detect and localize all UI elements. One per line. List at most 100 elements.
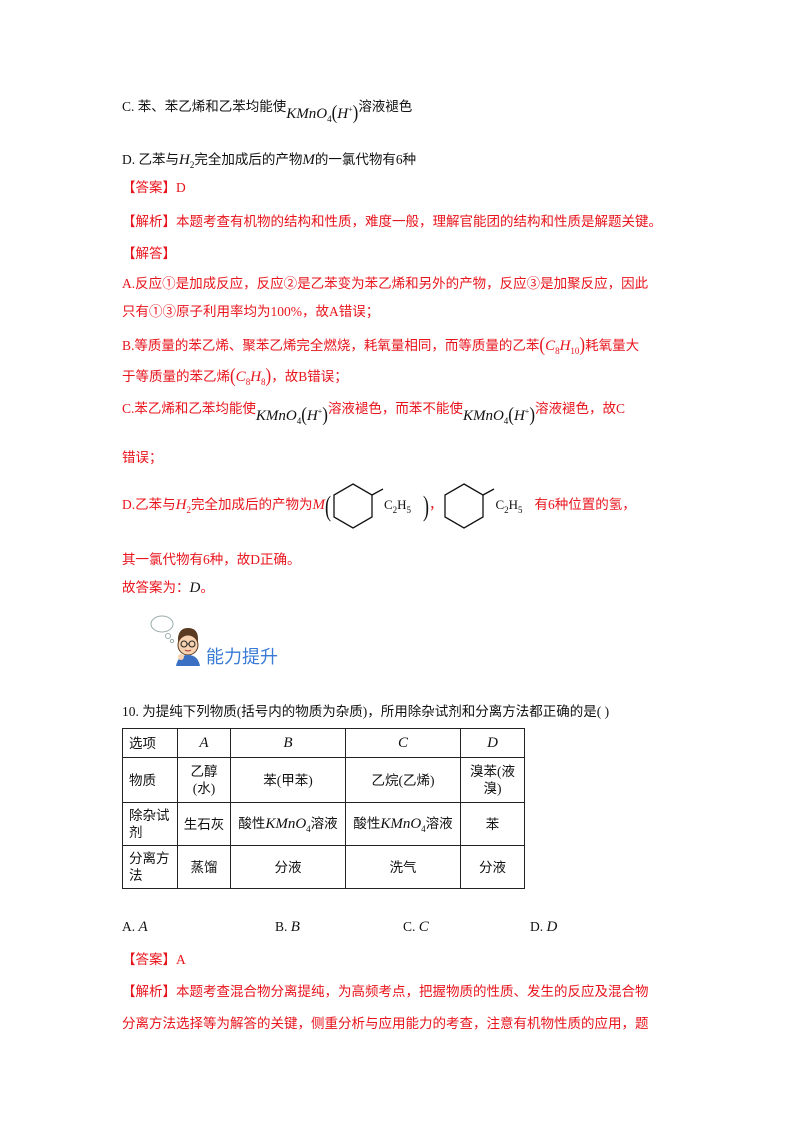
table-cell: 苯 [460, 802, 525, 846]
q10-stem-text: 10. 为提纯下列物质(括号内的物质为杂质)，所用除杂试剂和分离方法都正确的是 [122, 704, 597, 719]
table-header-cell: A [177, 728, 231, 758]
h2-sub: 2 [186, 505, 191, 515]
section-title: 能力提升 [206, 647, 278, 668]
kmno4-formula: KMnO4(H+) [463, 404, 535, 427]
solution-b-line2-text: 于等质量的苯乙烯 [122, 369, 230, 384]
ethyl-group-label: C2H5 [384, 480, 411, 531]
solution-a-line2: 只有①③原子利用率均为100%，故A错误； [122, 302, 379, 322]
options-table: 选项 A B C D 物质 乙醇(水) 苯(甲苯) 乙烷(乙烯) 溴苯(液溴) … [122, 728, 525, 889]
solution-c-line1-c: 溶液褪色，故C [534, 401, 625, 416]
c8h10-n1: 8 [555, 346, 560, 356]
solution-c-line1-b: 溶液褪色，而苯不能使 [327, 401, 463, 416]
c8h8-formula: (C8H8) [230, 365, 271, 388]
c2h5-n2: 5 [518, 504, 523, 515]
solution-d-line1-a: D.乙苯与 [122, 497, 176, 512]
formula-sup: + [348, 105, 353, 114]
ethylcyclohexane-structure: C2H5 [442, 481, 534, 531]
c8h8-c: C [235, 369, 246, 385]
option-d-text-c: 的一氯代物有 [314, 152, 396, 167]
solution-tag: 【解答】 [122, 246, 176, 261]
cyclohexane-ring-icon [444, 483, 495, 529]
formula-sub: 4 [503, 416, 509, 426]
formula-lparen: ( [301, 403, 307, 426]
analysis-2-line2: 分离方法选择等为解答的关键，侧重分析与应用能力的考查，注意有机物性质的应用，题 [122, 1016, 649, 1031]
c8h8-rparen: ) [265, 364, 272, 387]
table-cell: 酸性KMnO4溶液 [230, 802, 346, 846]
formula-h: H [306, 408, 318, 424]
solution-d-line2-a: 其一氯代物有 [122, 552, 203, 567]
solution-d-line1-b: 完全加成后的产物为 [190, 497, 313, 512]
choice-value: C [418, 919, 429, 935]
reagent-prefix: 酸性 [238, 815, 266, 831]
option-d-text-a: 乙苯与 [138, 152, 180, 167]
c8h10-rparen: ) [579, 333, 586, 356]
table-row: 除杂试剂 生石灰 酸性KMnO4溶液 酸性KMnO4溶液 苯 [122, 802, 525, 846]
choice-label: B. [275, 919, 288, 934]
final-answer: 故答案为：D。 [122, 578, 214, 598]
answer-2-value: A [176, 952, 186, 967]
kmno4-formula: KMnO4(H+) [255, 404, 328, 427]
table-header-cell: B [230, 728, 346, 758]
cyclohexane-ring-icon [333, 483, 384, 529]
final-answer-c: 。 [200, 580, 214, 595]
choice-b[interactable]: B. B [275, 917, 300, 937]
reagent-prefix: 酸性 [353, 815, 381, 831]
h2-sub: 2 [189, 160, 195, 170]
c2h5-h: H [508, 496, 519, 512]
choice-a[interactable]: A. A [122, 917, 148, 937]
table-row-label: 分离方法 [122, 845, 178, 889]
choice-value: A [138, 919, 148, 935]
solution-b-line2-end: ，故B错误； [271, 369, 348, 384]
choice-c[interactable]: C. C [403, 917, 429, 937]
solution-d-line1-d: 种位置的氢， [554, 497, 636, 512]
option-d-num: 6 [395, 152, 403, 167]
table-cell: 乙醇(水) [177, 757, 231, 803]
c2h5-n1: 2 [504, 504, 509, 515]
solution-a-line2-end: ，故A错误； [302, 304, 380, 319]
table-header-cell: 选项 [122, 728, 178, 758]
answer-2: 【答案】A [122, 950, 186, 970]
analysis-1: 【解析】本题考查有机物的结构和性质，难度一般，理解官能团的结构和性质是解题关键。 [122, 212, 662, 232]
solution-d-line2-b: 种，故D正确。 [209, 552, 301, 567]
table-row-label: 除杂试剂 [122, 802, 178, 846]
q10-stem: 10. 为提纯下列物质(括号内的物质为杂质)，所用除杂试剂和分离方法都正确的是(… [122, 702, 609, 722]
solution-d-line2: 其一氯代物有6种，故D正确。 [122, 550, 301, 570]
solution-b-line1: B.等质量的苯乙烯、聚苯乙烯完全燃烧，耗氧量相同，而等质量的乙苯(C8H10)耗… [122, 333, 639, 357]
ethylcyclohexane-structure: C2H5 [331, 481, 423, 531]
option-d-label: D. [122, 152, 136, 167]
choice-d[interactable]: D. D [530, 917, 557, 937]
table-header-cell: D [460, 728, 525, 758]
table-row: 物质 乙醇(水) 苯(甲苯) 乙烷(乙烯) 溴苯(液溴) [122, 757, 525, 803]
table-cell: 乙烷(乙烯) [345, 757, 461, 803]
c8h8-n2: 8 [261, 377, 266, 387]
formula-sub: 4 [296, 416, 302, 426]
table-cell: 苯(甲苯) [230, 757, 346, 803]
analysis-2-text1: 本题考查混合物分离提纯，为高频考点，把握物质的性质、发生的反应及混合物 [176, 984, 649, 999]
solution-d-line1-m: M [312, 497, 325, 513]
formula-h: H [337, 106, 349, 122]
c8h10-c: C [545, 338, 556, 354]
choice-label: A. [122, 919, 136, 934]
table-cell: 分液 [460, 845, 525, 889]
answer-1-tag: 【答案】 [122, 180, 176, 195]
c2h5-c: C [383, 496, 393, 512]
formula-lparen: ( [331, 101, 338, 124]
c8h8-h: H [250, 369, 262, 385]
reagent-formula-sub: 4 [421, 823, 426, 834]
solution-d-line1-c: 有 [534, 497, 548, 512]
table-row: 分离方法 蒸馏 分液 洗气 分液 [122, 845, 525, 889]
solution-c-line1: C.苯乙烯和乙苯均能使KMnO4(H+)溶液褪色，而苯不能使KMnO4(H+)溶… [122, 398, 625, 427]
c8h8-lparen: ( [230, 364, 236, 387]
ethyl-group-label: C2H5 [495, 480, 522, 531]
answer-1-value: D [176, 180, 186, 195]
option-d-text-d: 种 [402, 152, 417, 167]
table-cell: 洗气 [345, 845, 461, 889]
option-d-m: M [302, 152, 315, 168]
reagent-formula: KMnO [265, 815, 307, 832]
choice-label: D. [530, 919, 544, 934]
formula-h: H [513, 408, 525, 424]
formula-kmno: KMnO [255, 408, 297, 424]
choice-label: C. [403, 919, 416, 934]
solution-d-line1-comma: ， [428, 497, 443, 512]
choice-value: D [546, 919, 558, 935]
